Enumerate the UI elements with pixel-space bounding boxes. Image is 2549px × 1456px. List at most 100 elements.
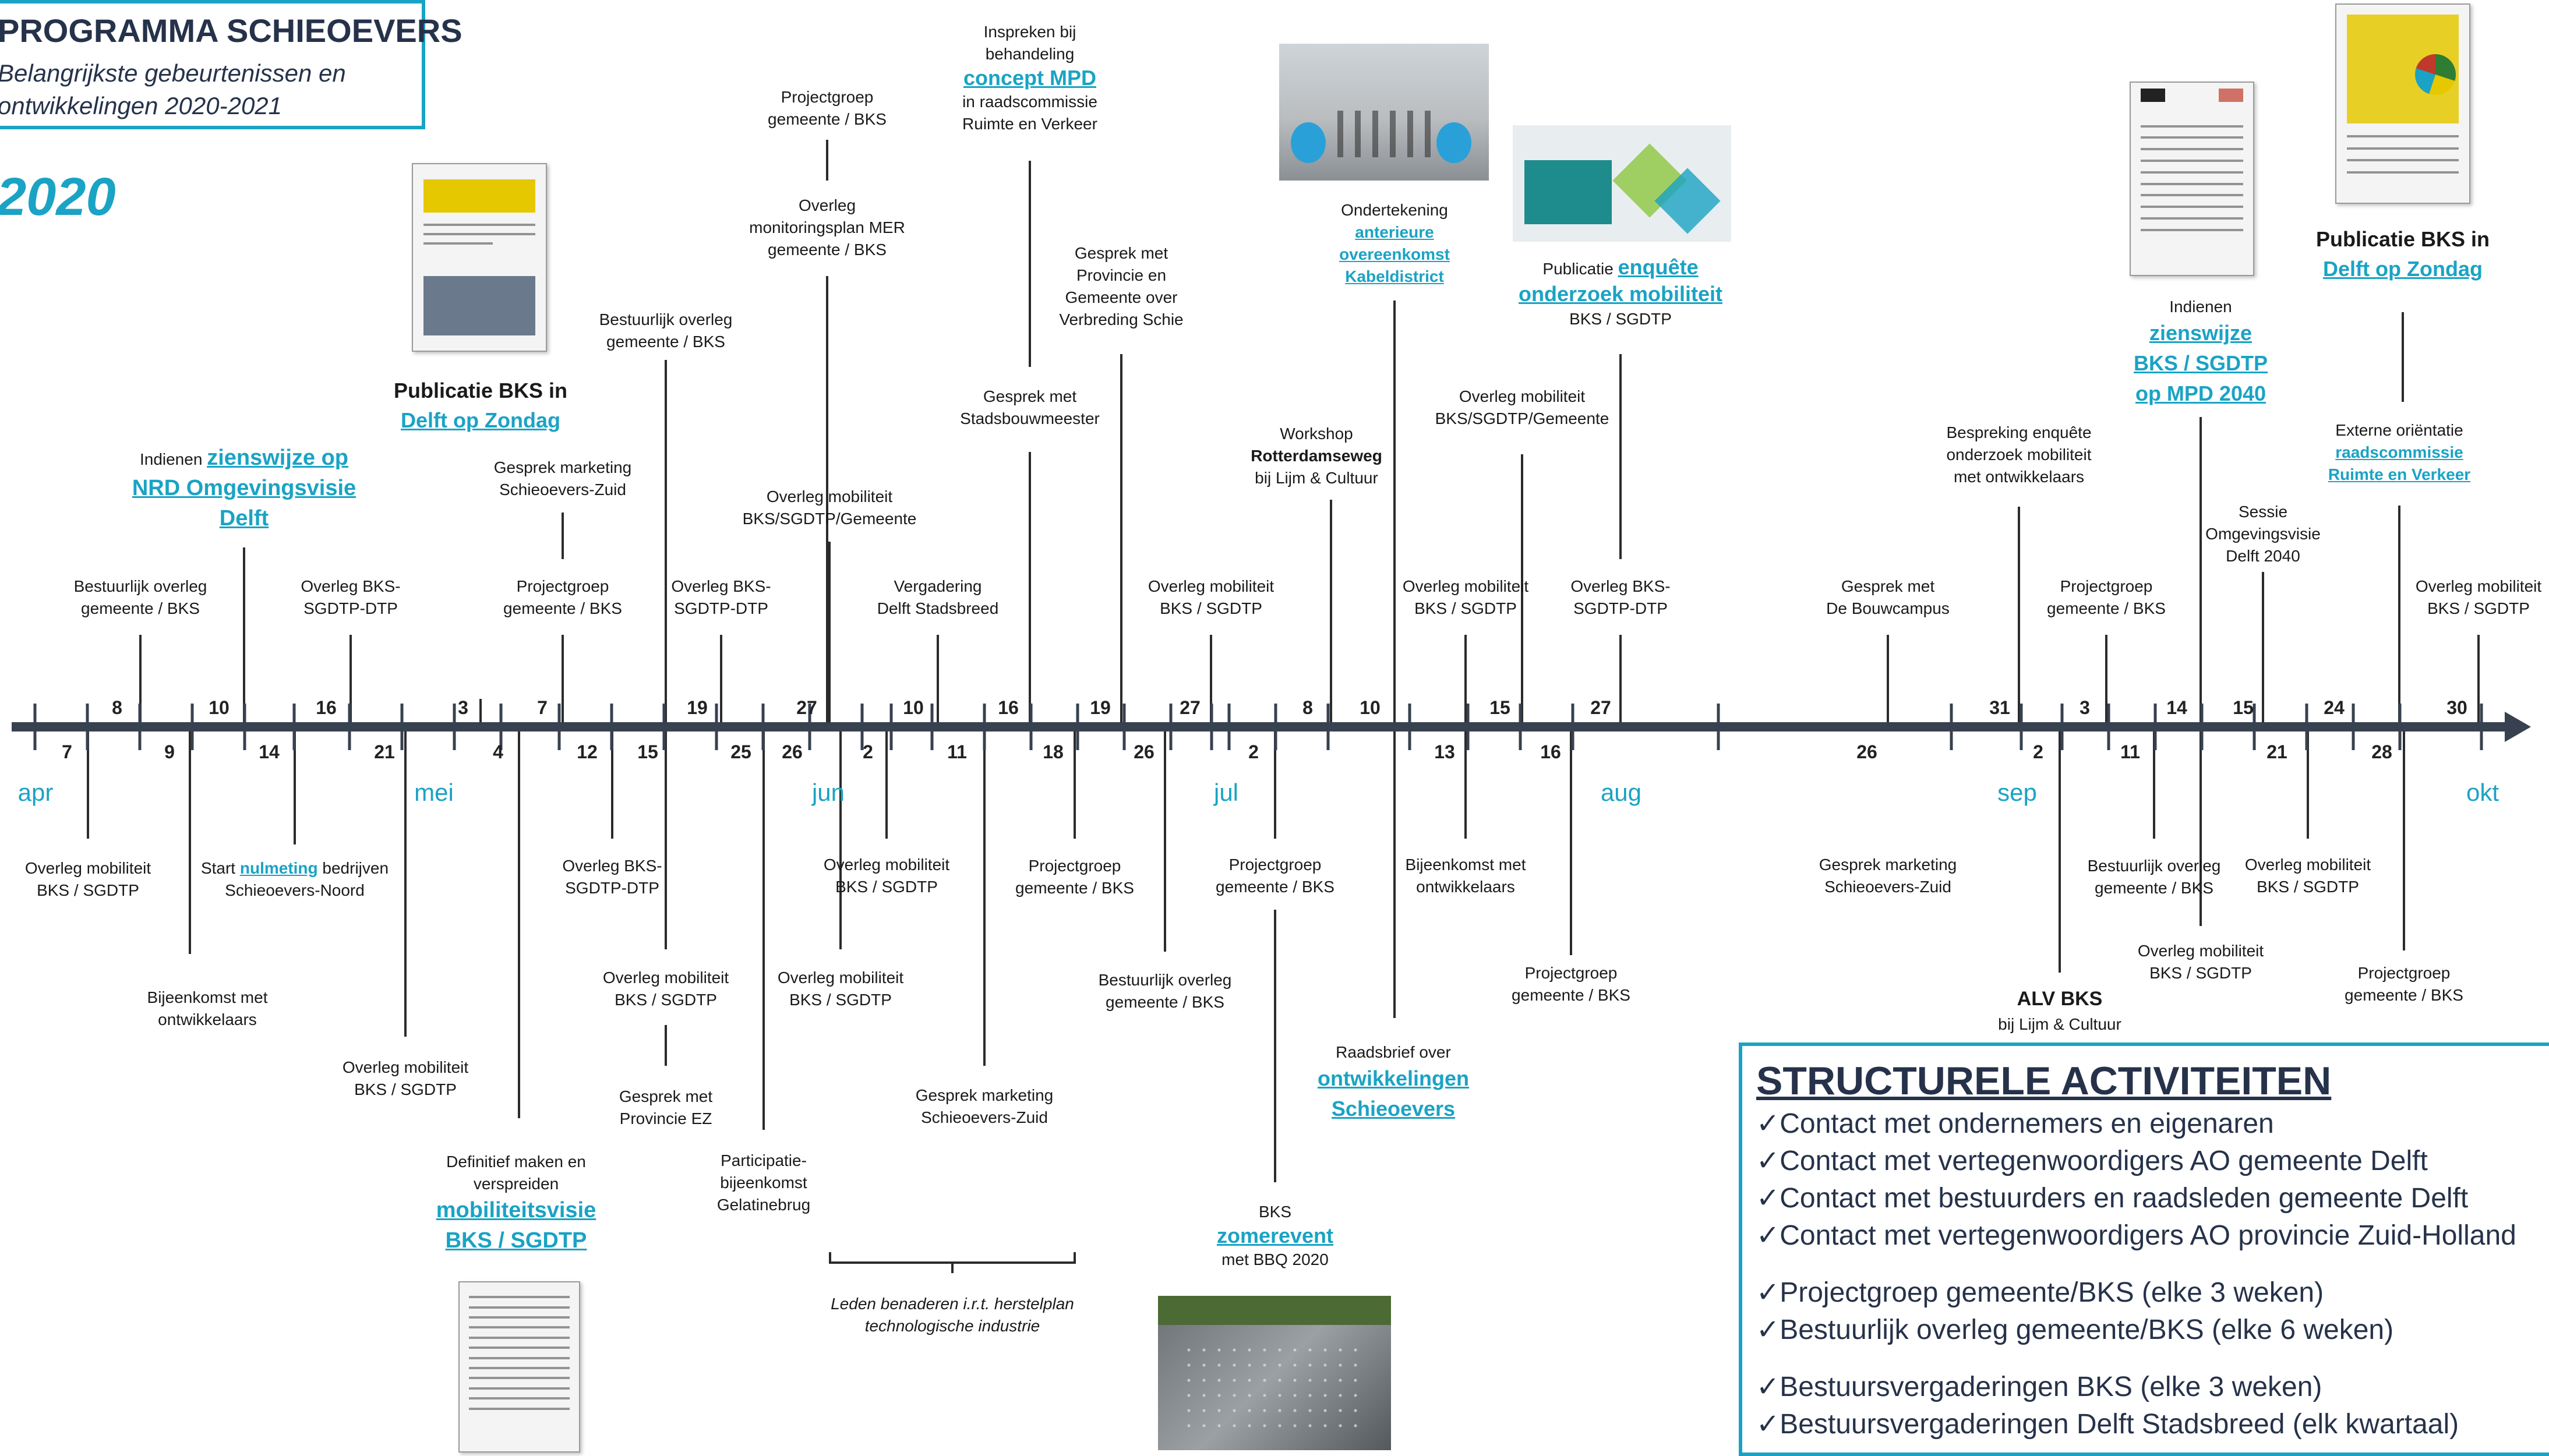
signing-event-photo <box>1279 44 1489 181</box>
overeenkomst-link[interactable]: overeenkomst <box>1339 245 1450 263</box>
month-label: apr <box>18 779 54 806</box>
onderzoek-mobiliteit-link[interactable]: onderzoek mobiliteit <box>1518 282 1723 306</box>
program-subtitle-line1: Belangrijkste gebeurtenissen en <box>0 59 346 87</box>
day-label: 16 <box>998 697 1019 718</box>
anterieure-link[interactable]: anterieure <box>1355 223 1434 241</box>
bracket <box>829 1252 1076 1273</box>
mobiliteitsvisie-link[interactable]: mobiliteitsvisie <box>436 1198 596 1222</box>
month-label: jul <box>1213 779 1238 806</box>
structural-item: ✓Bestuursvergaderingen BKS (elke 3 weken… <box>1756 1372 2322 1402</box>
ruimte-en-verkeer-link[interactable]: Ruimte en Verkeer <box>2328 465 2471 483</box>
day-label: 18 <box>1043 741 1064 762</box>
day-label: 2 <box>863 741 873 762</box>
day-label: 7 <box>537 697 548 718</box>
event-workshop-rotterdamseweg: Workshop Rotterdamseweg bij Lijm & Cultu… <box>1251 425 1382 487</box>
day-label: 3 <box>2080 697 2090 718</box>
day-label: 26 <box>1134 741 1155 762</box>
ontwikkelingen-link[interactable]: ontwikkelingen <box>1317 1066 1470 1090</box>
bks-sgdtp-mpd-link[interactable]: BKS / SGDTP <box>2133 351 2268 375</box>
day-label: 26 <box>1856 741 1877 762</box>
day-label: 28 <box>2371 741 2392 762</box>
document-thumbnail <box>458 1281 580 1453</box>
month-label: jun <box>811 779 845 806</box>
day-label: 11 <box>2120 741 2140 762</box>
day-label: 9 <box>164 741 175 762</box>
day-label: 27 <box>1180 697 1201 718</box>
day-label: 19 <box>1090 697 1111 718</box>
event-zienswijze-mpd-2040: Indienen zienswijze BKS / SGDTP op MPD 2… <box>2078 296 2323 409</box>
event-zienswijze-nrd: Indienen zienswijze op NRD Omgevingsvisi… <box>93 443 396 533</box>
day-label: 2 <box>1248 741 1259 762</box>
delft-op-zondag-okt-link[interactable]: Delft op Zondag <box>2323 257 2483 281</box>
delft-link[interactable]: Delft <box>219 506 269 531</box>
structural-activities-heading: STRUCTURELE ACTIVITEITEN <box>1756 1059 2332 1103</box>
program-subtitle-line2: ontwikkelingen 2020-2021 <box>0 92 283 119</box>
day-label: 8 <box>1302 697 1313 718</box>
event-zomerevent: BKS zomerevent met BBQ 2020 <box>1153 1201 1397 1271</box>
bks-sgdtp-link[interactable]: BKS / SGDTP <box>445 1228 587 1253</box>
kabeldistrict-link[interactable]: Kabeldistrict <box>1345 267 1444 285</box>
structural-item: ✓Bestuursvergaderingen Delft Stadsbreed … <box>1756 1409 2459 1440</box>
concept-mpd-link[interactable]: concept MPD <box>963 66 1097 90</box>
event-publicatie-delft-op-zondag-okt: Publicatie BKS in Delft op Zondag <box>2280 225 2525 284</box>
raadscommissie-link[interactable]: raadscommissie <box>2335 443 2463 461</box>
event-publicatie-delft-op-zondag: Publicatie BKS in Delft op Zondag <box>358 376 603 436</box>
enquete-link[interactable]: enquête <box>1618 255 1699 279</box>
nrd-omgevingsvisie-link[interactable]: NRD Omgevingsvisie <box>132 476 356 500</box>
timeline-axis <box>12 722 2516 731</box>
event-anterieure-overeenkomst: Ondertekening anterieure overeenkomst Ka… <box>1272 199 1517 288</box>
event-overleg-bks-sgdtp-dtp-jul27: Overleg BKS-SGDTP-DTP <box>1570 577 1671 617</box>
year-label: 2020 <box>0 167 116 227</box>
day-label: 12 <box>577 741 598 762</box>
structural-activities-box: STRUCTURELE ACTIVITEITEN ✓Contact met on… <box>1739 1042 2549 1456</box>
event-externe-orientatie: Externe oriëntatie raadscommissie Ruimte… <box>2277 419 2522 486</box>
day-label: 3 <box>458 697 468 718</box>
day-label: 16 <box>316 697 337 718</box>
event-overleg-bks-sgdtp-dtp-mei12: Overleg BKS-SGDTP-DTP <box>562 857 662 897</box>
day-label: 4 <box>493 741 503 762</box>
structural-item: ✓Contact met bestuurders en raadsleden g… <box>1756 1183 2469 1214</box>
day-label: 27 <box>1590 697 1611 718</box>
program-title-box: PROGRAMMA SCHIEOEVERS Belangrijkste gebe… <box>0 0 463 129</box>
timeline-arrowhead <box>2505 712 2531 742</box>
delft-op-zondag-link[interactable]: Delft op Zondag <box>401 408 560 432</box>
day-label: 30 <box>2446 697 2467 718</box>
op-mpd-2040-link[interactable]: op MPD 2040 <box>2135 381 2266 405</box>
schieoevers-link[interactable]: Schieoevers <box>1331 1097 1456 1121</box>
timeline-ticks <box>33 704 2483 750</box>
zomerevent-link[interactable]: zomerevent <box>1216 1224 1334 1248</box>
nulmeting-link[interactable]: nulmeting <box>239 859 318 877</box>
day-label: 2 <box>2033 741 2043 762</box>
structural-item: ✓Projectgroep gemeente/BKS (elke 3 weken… <box>1756 1277 2324 1308</box>
structural-item: ✓Contact met ondernemers en eigenaren <box>1756 1108 2274 1139</box>
day-label: 15 <box>2233 697 2254 718</box>
structural-item: ✓Contact met vertegenwoordigers AO provi… <box>1756 1220 2516 1251</box>
zienswijze-mpd-link[interactable]: zienswijze <box>2149 321 2253 345</box>
newspaper-thumbnail-2 <box>2335 3 2470 204</box>
day-label: 25 <box>730 741 751 762</box>
zienswijze-link[interactable]: zienswijze op <box>207 446 349 470</box>
